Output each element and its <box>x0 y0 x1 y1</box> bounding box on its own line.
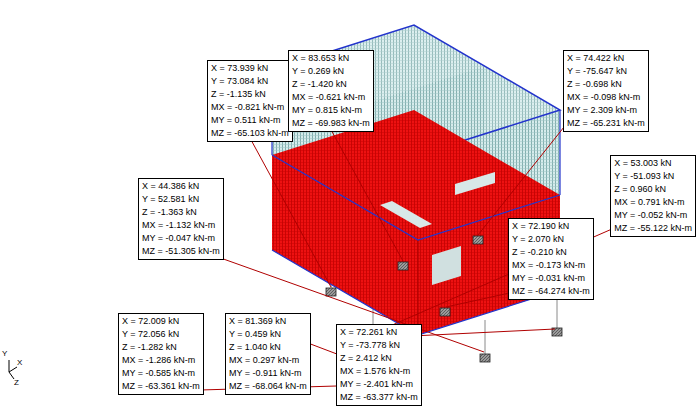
reaction-value: X = 81.369 kN <box>229 315 307 328</box>
reaction-value: MY = 0.815 kN-m <box>292 104 370 117</box>
reaction-callout: X = 53.003 kNY = -51.093 kNZ = 0.960 kNM… <box>610 155 696 237</box>
reaction-value: MX = 0.297 kN-m <box>229 354 307 367</box>
reaction-value: Y = 2.070 kN <box>512 233 590 246</box>
reaction-value: Y = -73.778 kN <box>340 339 418 352</box>
reaction-value: MX = -1.132 kN-m <box>142 219 220 232</box>
reaction-value: Y = 72.056 kN <box>122 328 200 341</box>
reaction-value: MZ = -63.361 kN-m <box>122 380 200 393</box>
reaction-value: MX = -0.098 kN-m <box>567 91 645 104</box>
axis-triad <box>9 360 17 379</box>
reaction-value: X = 72.261 kN <box>340 326 418 339</box>
reaction-value: MY = -0.585 kN-m <box>122 367 200 380</box>
reaction-value: Z = -1.420 kN <box>292 78 370 91</box>
reaction-value: MX = -0.621 kN-m <box>292 91 370 104</box>
reaction-value: Z = -0.210 kN <box>512 246 590 259</box>
reaction-value: X = 53.003 kN <box>614 157 692 170</box>
reaction-callout: X = 44.386 kNY = 52.581 kNZ = -1.363 kNM… <box>138 178 224 260</box>
reaction-callout: X = 72.190 kNY = 2.070 kNZ = -0.210 kNMX… <box>508 218 594 300</box>
reaction-value: MX = 0.791 kN-m <box>614 196 692 209</box>
reaction-value: MY = -2.401 kN-m <box>340 378 418 391</box>
reaction-value: Z = 1.040 kN <box>229 341 307 354</box>
reaction-callout: X = 81.369 kNY = 0.459 kNZ = 1.040 kNMX … <box>225 313 311 395</box>
reaction-callout: X = 74.422 kNY = -75.647 kNZ = -0.698 kN… <box>563 50 649 132</box>
reaction-value: MX = -1.286 kN-m <box>122 354 200 367</box>
reaction-value: MZ = -55.122 kN-m <box>614 222 692 235</box>
reaction-value: Z = -1.363 kN <box>142 206 220 219</box>
reaction-value: MY = 0.511 kN-m <box>211 114 289 127</box>
reaction-value: MZ = -69.983 kN-m <box>292 117 370 130</box>
reaction-value: X = 72.009 kN <box>122 315 200 328</box>
reaction-callout: X = 73.939 kNY = 73.084 kNZ = -1.135 kNM… <box>207 60 293 142</box>
axis-label: Y <box>2 349 7 358</box>
reaction-value: MZ = -64.274 kN-m <box>512 285 590 298</box>
reaction-value: Z = -1.135 kN <box>211 88 289 101</box>
reaction-value: Y = 0.459 kN <box>229 328 307 341</box>
reaction-callout: X = 72.009 kNY = 72.056 kNZ = -1.282 kNM… <box>118 313 204 395</box>
reaction-callout: X = 83.653 kNY = 0.269 kNZ = -1.420 kNMX… <box>288 50 374 132</box>
reaction-callout: X = 72.261 kNY = -73.778 kNZ = 2.412 kNM… <box>336 324 422 406</box>
reaction-value: X = 74.422 kN <box>567 52 645 65</box>
reaction-value: MX = -0.173 kN-m <box>512 259 590 272</box>
reaction-value: MY = -0.031 kN-m <box>512 272 590 285</box>
reaction-value: MX = -0.821 kN-m <box>211 101 289 114</box>
axis-label: Z <box>14 378 19 387</box>
reaction-value: Y = 52.581 kN <box>142 193 220 206</box>
reaction-value: MY = -0.911 kN-m <box>229 367 307 380</box>
reaction-value: MX = 1.576 kN-m <box>340 365 418 378</box>
reaction-value: Z = -0.698 kN <box>567 78 645 91</box>
reaction-value: Z = 2.412 kN <box>340 352 418 365</box>
reaction-value: MZ = -63.377 kN-m <box>340 391 418 404</box>
axis-label: X <box>17 358 22 367</box>
reaction-value: MZ = -68.064 kN-m <box>229 380 307 393</box>
reaction-value: MY = -0.052 kN-m <box>614 209 692 222</box>
reaction-value: X = 44.386 kN <box>142 180 220 193</box>
reaction-value: MZ = -65.103 kN-m <box>211 127 289 140</box>
reaction-value: X = 72.190 kN <box>512 220 590 233</box>
reaction-value: Y = 73.084 kN <box>211 75 289 88</box>
reaction-value: MY = 2.309 kN-m <box>567 104 645 117</box>
reaction-value: MZ = -65.231 kN-m <box>567 117 645 130</box>
reaction-value: X = 83.653 kN <box>292 52 370 65</box>
reaction-value: Z = 0.960 kN <box>614 183 692 196</box>
reaction-value: MY = -0.047 kN-m <box>142 232 220 245</box>
reaction-value: Y = -51.093 kN <box>614 170 692 183</box>
reaction-value: Y = -75.647 kN <box>567 65 645 78</box>
reaction-value: MZ = -51.305 kN-m <box>142 245 220 258</box>
reaction-value: Y = 0.269 kN <box>292 65 370 78</box>
reaction-value: Z = -1.282 kN <box>122 341 200 354</box>
reaction-value: X = 73.939 kN <box>211 62 289 75</box>
